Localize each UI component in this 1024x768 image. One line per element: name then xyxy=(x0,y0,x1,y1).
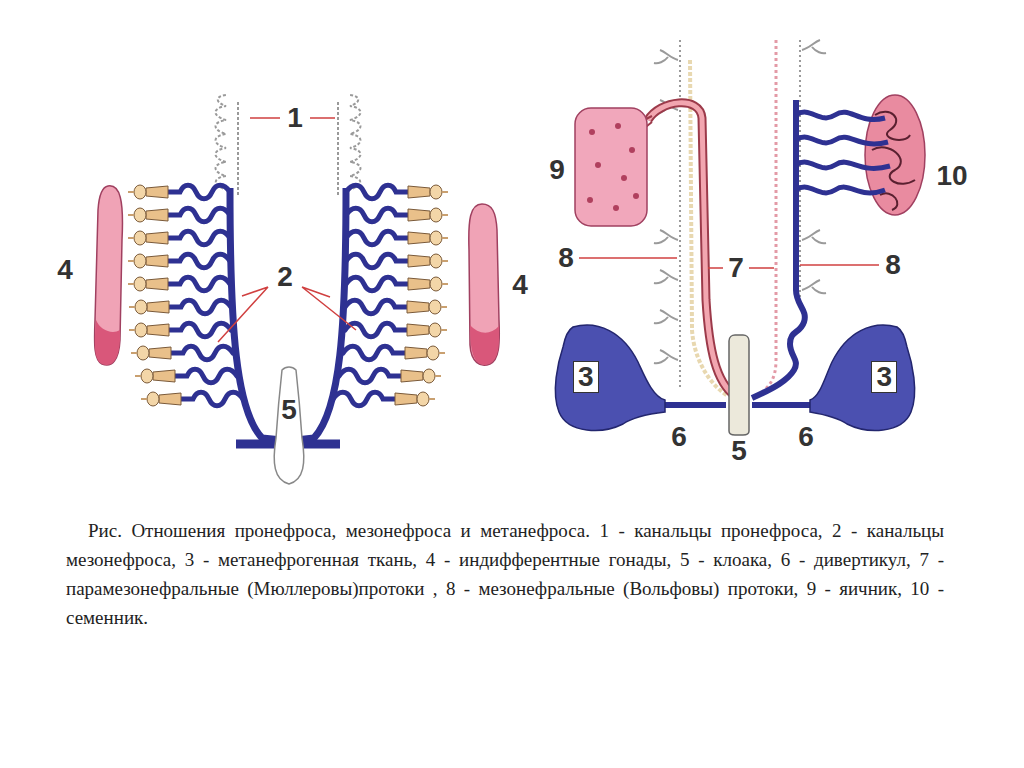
node-shape xyxy=(810,322,917,432)
mullerian-duct xyxy=(648,103,735,396)
cloaca-outline xyxy=(729,335,749,435)
testis-tubules xyxy=(872,112,915,210)
cloaca: 5 xyxy=(726,335,752,465)
callout-number: 1 xyxy=(287,104,303,132)
cloaca-outline xyxy=(274,367,304,484)
callout-number: 8 xyxy=(558,244,574,272)
wolffian-duct-left xyxy=(230,188,282,440)
tubules-right xyxy=(333,185,448,406)
leader-lines xyxy=(218,118,879,342)
mesonephros-remnant-left xyxy=(679,40,681,390)
gonad-right xyxy=(469,204,500,365)
callout-number: 4 xyxy=(57,256,73,284)
callout-number: 6 xyxy=(671,423,687,451)
callout-number: 10 xyxy=(936,162,967,190)
testis xyxy=(865,95,925,215)
diverticulum-duct xyxy=(752,402,810,408)
metanephrogenic-tissue: 3 xyxy=(810,322,917,432)
node-shape xyxy=(272,368,306,486)
mesonephros-remnant-right xyxy=(799,40,801,300)
callout-number: 6 xyxy=(798,423,814,451)
diverticulum-duct xyxy=(665,402,726,408)
figure-caption: Рис. Отношения пронефроса, мезонефроса и… xyxy=(66,516,944,632)
metanephrogenic-tissue-outline xyxy=(810,325,915,430)
tubules-left xyxy=(128,185,243,406)
pronephros-right xyxy=(338,95,361,195)
mullerian-remnant-right xyxy=(756,40,776,396)
metanephrogenic-tissue-outline xyxy=(555,325,665,430)
callout-number: 5 xyxy=(731,437,747,465)
tubule-remnants xyxy=(654,40,826,363)
callout-number: 3 xyxy=(871,361,897,393)
ovary xyxy=(575,108,647,226)
callout-number: 3 xyxy=(573,361,599,393)
node-shape xyxy=(553,322,665,432)
pronephros-left xyxy=(216,95,239,195)
pronephros-tubules xyxy=(216,95,361,195)
wolffian-duct-right xyxy=(296,188,346,440)
gonad-right-shade xyxy=(470,325,499,365)
efferent-ductules xyxy=(796,112,890,193)
callout-number: 2 xyxy=(277,263,293,291)
callout-number: 4 xyxy=(512,271,528,299)
callout-number: 9 xyxy=(549,156,565,184)
wolffian-duct-male xyxy=(752,100,805,398)
mullerian-duct-outline xyxy=(648,103,735,396)
gonad-left xyxy=(95,186,123,365)
callout-number: 8 xyxy=(885,251,901,279)
callout-number: 5 xyxy=(281,396,297,424)
callout-number: 7 xyxy=(728,254,744,282)
ovary-follicles xyxy=(587,123,639,211)
gonad-left-shade xyxy=(95,320,120,365)
metanephrogenic-tissue: 3 xyxy=(553,322,665,432)
cloaca: 5 xyxy=(272,368,306,486)
